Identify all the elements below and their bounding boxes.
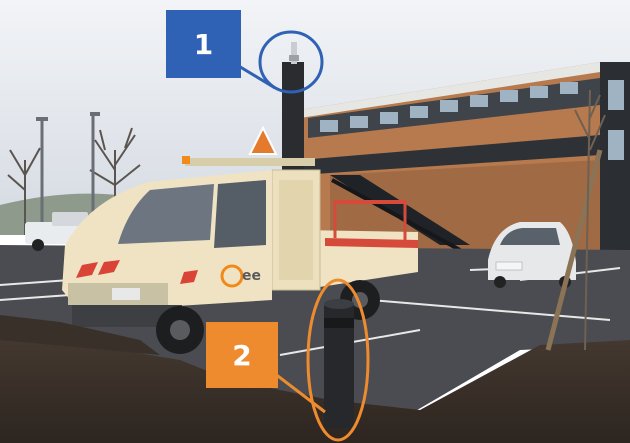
truck-logo-text: ee bbox=[242, 268, 261, 284]
tree-stake bbox=[545, 149, 603, 351]
callout-2-marker bbox=[269, 278, 370, 442]
callout-label-1: 1 bbox=[193, 27, 214, 61]
callout-label-2: 2 bbox=[232, 338, 252, 372]
callout-badge-1: 1 bbox=[166, 10, 241, 78]
callout-1-ring bbox=[258, 30, 324, 94]
callout-2-ring bbox=[306, 278, 370, 442]
young-tree bbox=[574, 89, 606, 351]
white-car bbox=[488, 222, 576, 288]
bare-trees bbox=[7, 127, 141, 235]
soil-bed bbox=[0, 330, 630, 443]
callout-badge-2: 2 bbox=[206, 322, 278, 388]
building bbox=[300, 62, 630, 252]
utility-truck: ee bbox=[62, 125, 418, 354]
bollard bbox=[324, 299, 354, 428]
